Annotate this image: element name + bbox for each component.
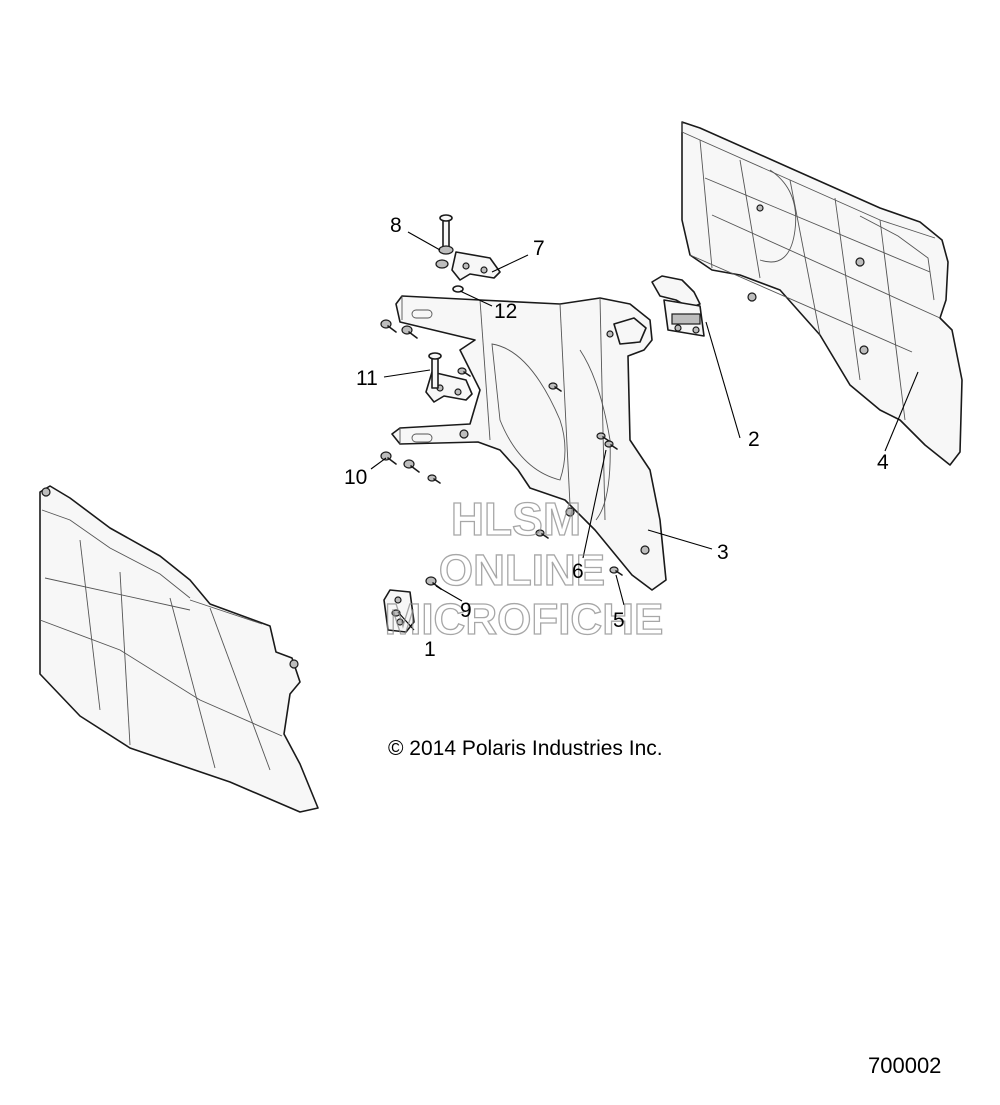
screw bbox=[380, 451, 397, 465]
callout-1: 1 bbox=[424, 638, 436, 661]
washer bbox=[435, 245, 454, 269]
callout-11: 11 bbox=[356, 367, 378, 390]
watermark-line-3: MICROFICHE bbox=[385, 595, 664, 644]
copyright-notice: © 2014 Polaris Industries Inc. bbox=[388, 737, 663, 760]
leader-6 bbox=[582, 449, 607, 559]
screw bbox=[401, 325, 418, 339]
watermark-line-2: ONLINE bbox=[439, 546, 605, 595]
figure-number: 700002 bbox=[868, 1053, 942, 1078]
screw bbox=[403, 459, 420, 473]
screw bbox=[548, 382, 562, 392]
leader-9 bbox=[435, 585, 463, 602]
callout-10: 10 bbox=[344, 466, 367, 489]
screws bbox=[380, 319, 623, 590]
screw bbox=[427, 474, 441, 484]
screw bbox=[604, 440, 618, 450]
door-frame bbox=[391, 295, 667, 591]
watermark: HLSM ONLINE MICROFICHE bbox=[384, 492, 664, 644]
screw bbox=[457, 367, 471, 377]
leader-1 bbox=[397, 611, 415, 631]
leader-lines bbox=[370, 231, 919, 631]
leader-5 bbox=[615, 574, 625, 606]
hinge-pin-bolt-lower bbox=[428, 352, 442, 389]
leader-10 bbox=[370, 457, 387, 470]
retaining-clip bbox=[452, 285, 464, 293]
callout-9: 9 bbox=[460, 599, 472, 622]
callout-7: 7 bbox=[533, 237, 545, 260]
callout-8: 8 bbox=[390, 214, 402, 237]
screw bbox=[596, 432, 610, 442]
leader-7 bbox=[491, 254, 529, 273]
leader-12 bbox=[459, 290, 493, 307]
screw bbox=[535, 529, 549, 539]
door-outer-panel bbox=[39, 485, 319, 813]
leader-3 bbox=[647, 529, 713, 550]
door-latch-handle bbox=[651, 275, 705, 337]
callout-2: 2 bbox=[748, 428, 760, 451]
callout-4: 4 bbox=[877, 451, 889, 474]
screw bbox=[609, 566, 623, 576]
watermark-line-1: HLSM bbox=[451, 493, 581, 545]
door-inner-panel bbox=[681, 121, 963, 466]
callout-3: 3 bbox=[717, 541, 729, 564]
leader-2 bbox=[705, 321, 741, 439]
hinge-pin-bolt-upper bbox=[439, 214, 453, 251]
callout-6: 6 bbox=[572, 560, 584, 583]
callout-labels: 1 2 3 4 5 6 7 8 9 10 11 12 bbox=[344, 214, 889, 661]
upper-hinge bbox=[451, 251, 501, 281]
leader-8 bbox=[407, 231, 441, 251]
callout-12: 12 bbox=[494, 300, 517, 323]
leader-4 bbox=[884, 371, 919, 452]
callout-5: 5 bbox=[613, 609, 625, 632]
screw bbox=[380, 319, 397, 333]
leader-11 bbox=[383, 369, 431, 378]
